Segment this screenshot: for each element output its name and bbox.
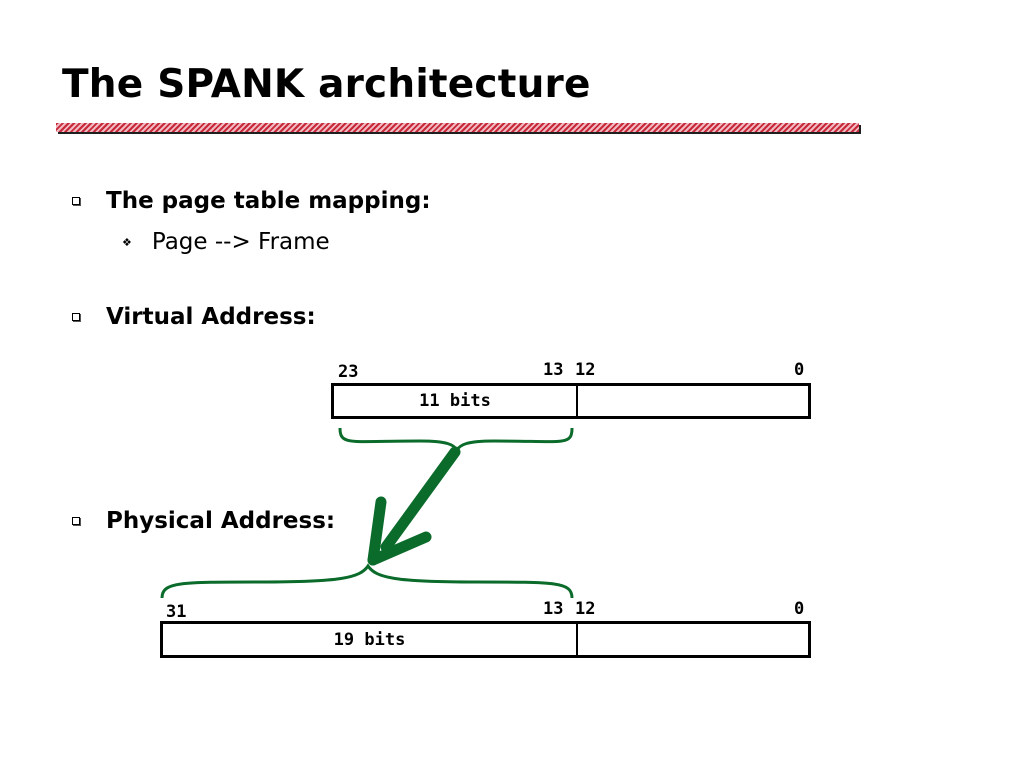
sub-bullet-page-frame-text: Page --> Frame (151, 229, 330, 255)
physical-frame-field: 19 bits (333, 629, 406, 650)
bullet-virtual-address-text: Virtual Address: (106, 304, 316, 330)
virtual-page-field: 11 bits (419, 391, 491, 411)
title-rule (56, 123, 859, 132)
mapping-arrow-icon (367, 446, 461, 566)
diamond-bullet-icon: ❖ (122, 235, 132, 249)
bullet-page-table: The page table mapping: (72, 188, 431, 214)
physical-bit-label-31: 31 (166, 602, 187, 622)
slide-title: The SPANK architecture (62, 62, 591, 107)
physical-address-register: 19 bits (160, 621, 811, 658)
virtual-bit-label-13: 13 (543, 360, 564, 380)
bullet-physical-address: Physical Address: (72, 508, 335, 534)
square-bullet-icon (72, 517, 80, 525)
square-bullet-icon (72, 197, 80, 205)
bullet-virtual-address: Virtual Address: (72, 304, 316, 330)
sub-bullet-page-frame: ❖ Page --> Frame (122, 229, 330, 255)
virtual-bit-label-12: 12 (575, 360, 596, 380)
virtual-register-divider (576, 386, 578, 416)
physical-bit-label-12: 12 (575, 599, 596, 619)
square-bullet-icon (72, 313, 80, 321)
physical-register-divider (576, 624, 578, 655)
bullet-physical-address-text: Physical Address: (106, 508, 336, 534)
virtual-address-register: 11 bits (331, 383, 811, 419)
physical-bit-label-0: 0 (794, 599, 805, 619)
physical-frame-brace (160, 563, 574, 599)
physical-bit-label-13: 13 (543, 599, 564, 619)
virtual-bit-label-0: 0 (794, 360, 805, 380)
bullet-page-table-text: The page table mapping: (106, 188, 431, 214)
virtual-bit-label-23: 23 (338, 362, 359, 382)
